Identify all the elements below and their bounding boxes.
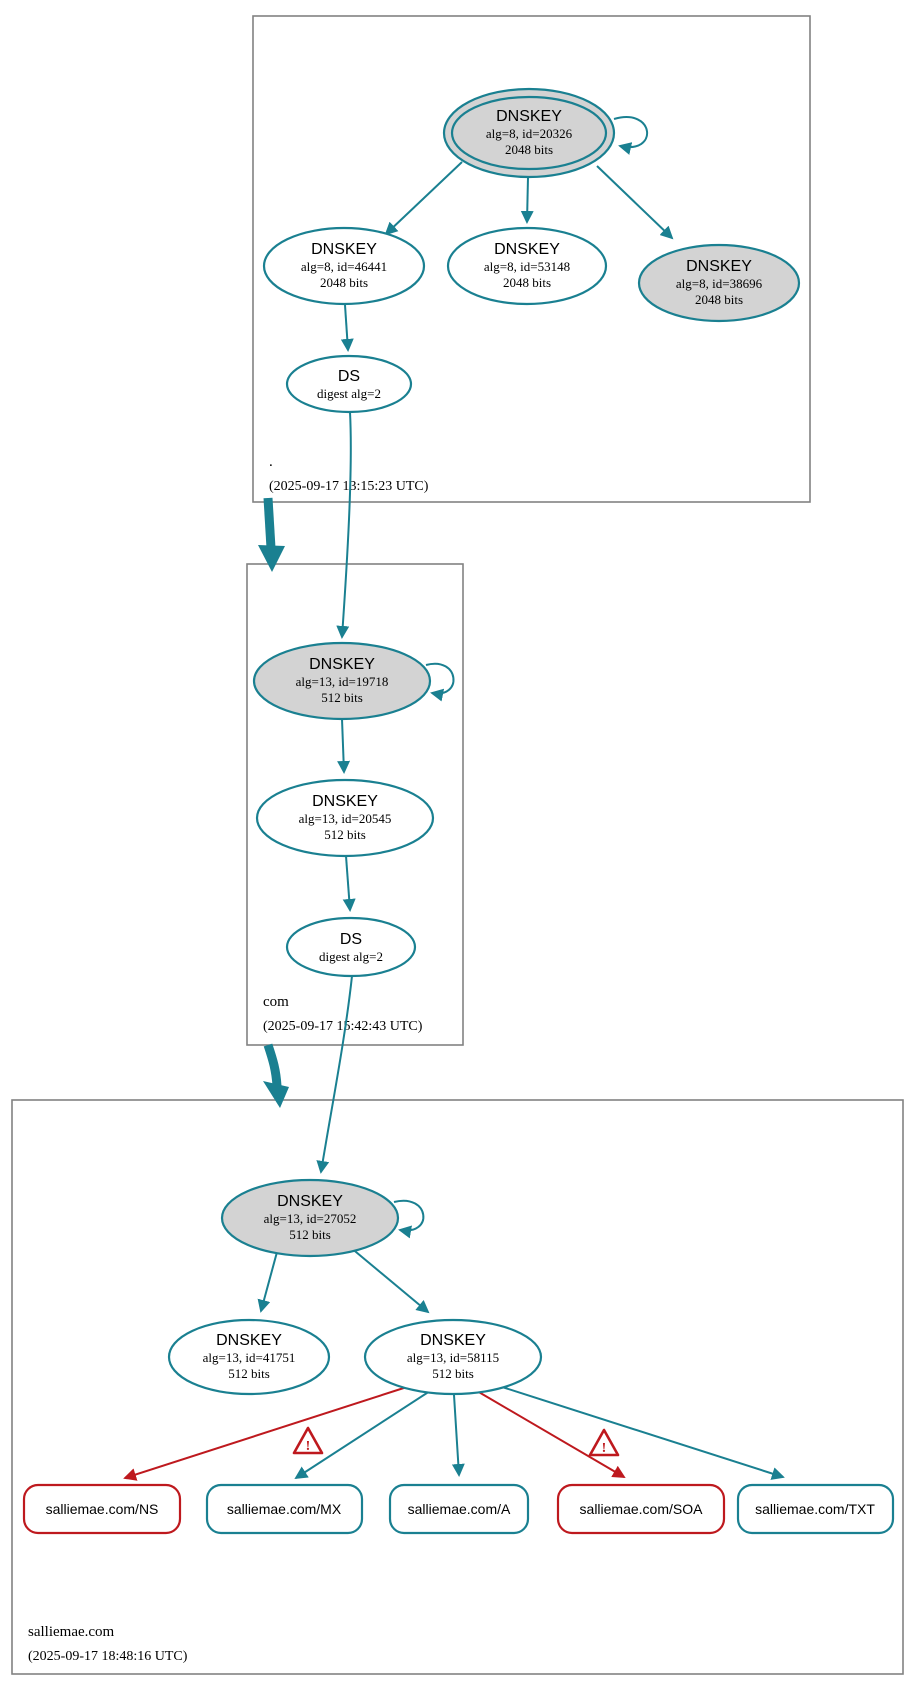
edge-root-zsk1-to-ds [340, 304, 354, 352]
svg-text:512 bits: 512 bits [324, 827, 366, 842]
node-com-ksk[interactable]: DNSKEY alg=13, id=19718 512 bits [252, 641, 432, 721]
svg-text:DNSKEY: DNSKEY [216, 1332, 282, 1349]
zone-salliemae-footer: salliemae.com (2025-09-17 18:48:16 UTC) [28, 1624, 188, 1664]
svg-text:salliemae.com/SOA: salliemae.com/SOA [580, 1501, 704, 1517]
edge-salliemae-zsk2-to-a [451, 1394, 465, 1477]
svg-text:alg=13, id=58115: alg=13, id=58115 [407, 1350, 499, 1365]
edge-root-ksk-to-ksk2 [596, 165, 674, 240]
edge-root-ds-to-com-ksk [336, 411, 352, 639]
rrset-salliemae-txt[interactable]: salliemae.com/TXT [736, 1483, 895, 1535]
zone-label-com: com [263, 994, 289, 1010]
edge-salliemae-zsk2-to-soa [476, 1390, 626, 1478]
svg-text:DS: DS [340, 931, 362, 948]
node-salliemae-zsk2[interactable]: DNSKEY alg=13, id=58115 512 bits [363, 1318, 543, 1396]
zone-timestamp-com: (2025-09-17 15:42:43 UTC) [263, 1019, 423, 1034]
edge-com-ksk-to-zsk [337, 718, 351, 774]
svg-text:alg=8, id=53148: alg=8, id=53148 [484, 259, 570, 274]
edge-root-ksk-to-zsk1 [384, 161, 463, 236]
rrset-salliemae-mx[interactable]: salliemae.com/MX [205, 1483, 364, 1535]
node-root-ksk[interactable]: DNSKEY alg=8, id=20326 2048 bits [442, 87, 616, 179]
svg-text:salliemae.com/NS: salliemae.com/NS [46, 1501, 159, 1517]
edge-salliemae-zsk2-to-mx [294, 1390, 431, 1480]
node-root-ds[interactable]: DS digest alg=2 [285, 354, 413, 414]
svg-text:salliemae.com/MX: salliemae.com/MX [227, 1501, 342, 1517]
svg-text:512 bits: 512 bits [289, 1227, 331, 1242]
edge-root-ksk-selfloop [613, 116, 648, 155]
svg-text:512 bits: 512 bits [228, 1366, 270, 1381]
rrset-salliemae-ns[interactable]: salliemae.com/NS [22, 1483, 182, 1535]
delegation-arrow-com-to-salliemae [263, 1043, 289, 1108]
edge-salliemae-ksk-to-zsk1 [257, 1251, 278, 1313]
svg-text:!: ! [602, 1441, 607, 1456]
svg-text:alg=13, id=27052: alg=13, id=27052 [264, 1211, 357, 1226]
zone-com-footer: com (2025-09-17 15:42:43 UTC) [263, 994, 423, 1034]
svg-text:DS: DS [338, 368, 360, 385]
svg-text:alg=13, id=20545: alg=13, id=20545 [299, 811, 392, 826]
rrset-salliemae-a[interactable]: salliemae.com/A [388, 1483, 530, 1535]
svg-text:salliemae.com/TXT: salliemae.com/TXT [755, 1501, 875, 1517]
zone-timestamp-salliemae: (2025-09-17 18:48:16 UTC) [28, 1649, 188, 1664]
node-com-ds[interactable]: DS digest alg=2 [285, 916, 417, 978]
zone-timestamp-root: (2025-09-17 13:15:23 UTC) [269, 479, 429, 494]
svg-text:digest alg=2: digest alg=2 [317, 386, 381, 401]
node-root-zsk2[interactable]: DNSKEY alg=8, id=53148 2048 bits [446, 226, 608, 306]
svg-text:DNSKEY: DNSKEY [309, 656, 375, 673]
svg-text:alg=8, id=46441: alg=8, id=46441 [301, 259, 387, 274]
svg-text:2048 bits: 2048 bits [503, 275, 551, 290]
edge-salliemae-ksk-to-zsk2 [349, 1246, 430, 1314]
svg-text:alg=8, id=38696: alg=8, id=38696 [676, 276, 763, 291]
svg-text:DNSKEY: DNSKEY [496, 108, 562, 125]
svg-text:DNSKEY: DNSKEY [277, 1193, 343, 1210]
svg-text:2048 bits: 2048 bits [320, 275, 368, 290]
edge-com-ksk-selfloop [425, 662, 455, 702]
svg-text:!: ! [306, 1439, 311, 1454]
edge-salliemae-ksk-selfloop [393, 1199, 425, 1239]
edge-com-zsk-to-ds [342, 855, 356, 912]
svg-text:2048 bits: 2048 bits [505, 142, 553, 157]
edge-salliemae-zsk2-to-txt [498, 1385, 785, 1480]
svg-text:alg=8, id=20326: alg=8, id=20326 [486, 126, 573, 141]
node-salliemae-ksk[interactable]: DNSKEY alg=13, id=27052 512 bits [220, 1178, 400, 1258]
zone-label-salliemae: salliemae.com [28, 1624, 115, 1640]
edge-salliemae-zsk2-to-ns [123, 1385, 411, 1481]
zone-root-footer: . (2025-09-17 13:15:23 UTC) [269, 454, 429, 494]
svg-text:digest alg=2: digest alg=2 [319, 949, 383, 964]
svg-text:2048 bits: 2048 bits [695, 292, 743, 307]
edge-root-ksk-to-zsk2 [520, 176, 534, 224]
svg-text:alg=13, id=41751: alg=13, id=41751 [203, 1350, 296, 1365]
svg-text:512 bits: 512 bits [432, 1366, 474, 1381]
node-root-ksk2[interactable]: DNSKEY alg=8, id=38696 2048 bits [637, 243, 801, 323]
node-com-zsk[interactable]: DNSKEY alg=13, id=20545 512 bits [255, 778, 435, 858]
svg-text:DNSKEY: DNSKEY [311, 241, 377, 258]
rrset-salliemae-soa[interactable]: salliemae.com/SOA [556, 1483, 726, 1535]
node-root-zsk1[interactable]: DNSKEY alg=8, id=46441 2048 bits [262, 226, 426, 306]
svg-text:512 bits: 512 bits [321, 690, 363, 705]
svg-text:DNSKEY: DNSKEY [686, 258, 752, 275]
svg-text:DNSKEY: DNSKEY [420, 1332, 486, 1349]
warning-icon-soa-edge: ! [588, 1428, 620, 1457]
edge-com-ds-to-salliemae-ksk [316, 975, 353, 1174]
delegation-arrow-root-to-com [258, 497, 285, 572]
node-salliemae-zsk1[interactable]: DNSKEY alg=13, id=41751 512 bits [167, 1318, 331, 1396]
svg-text:salliemae.com/A: salliemae.com/A [408, 1501, 511, 1517]
svg-text:alg=13, id=19718: alg=13, id=19718 [296, 674, 389, 689]
warning-icon-ns-edge: ! [292, 1426, 324, 1455]
svg-text:DNSKEY: DNSKEY [494, 241, 560, 258]
zone-label-root: . [269, 454, 273, 470]
svg-text:DNSKEY: DNSKEY [312, 793, 378, 810]
